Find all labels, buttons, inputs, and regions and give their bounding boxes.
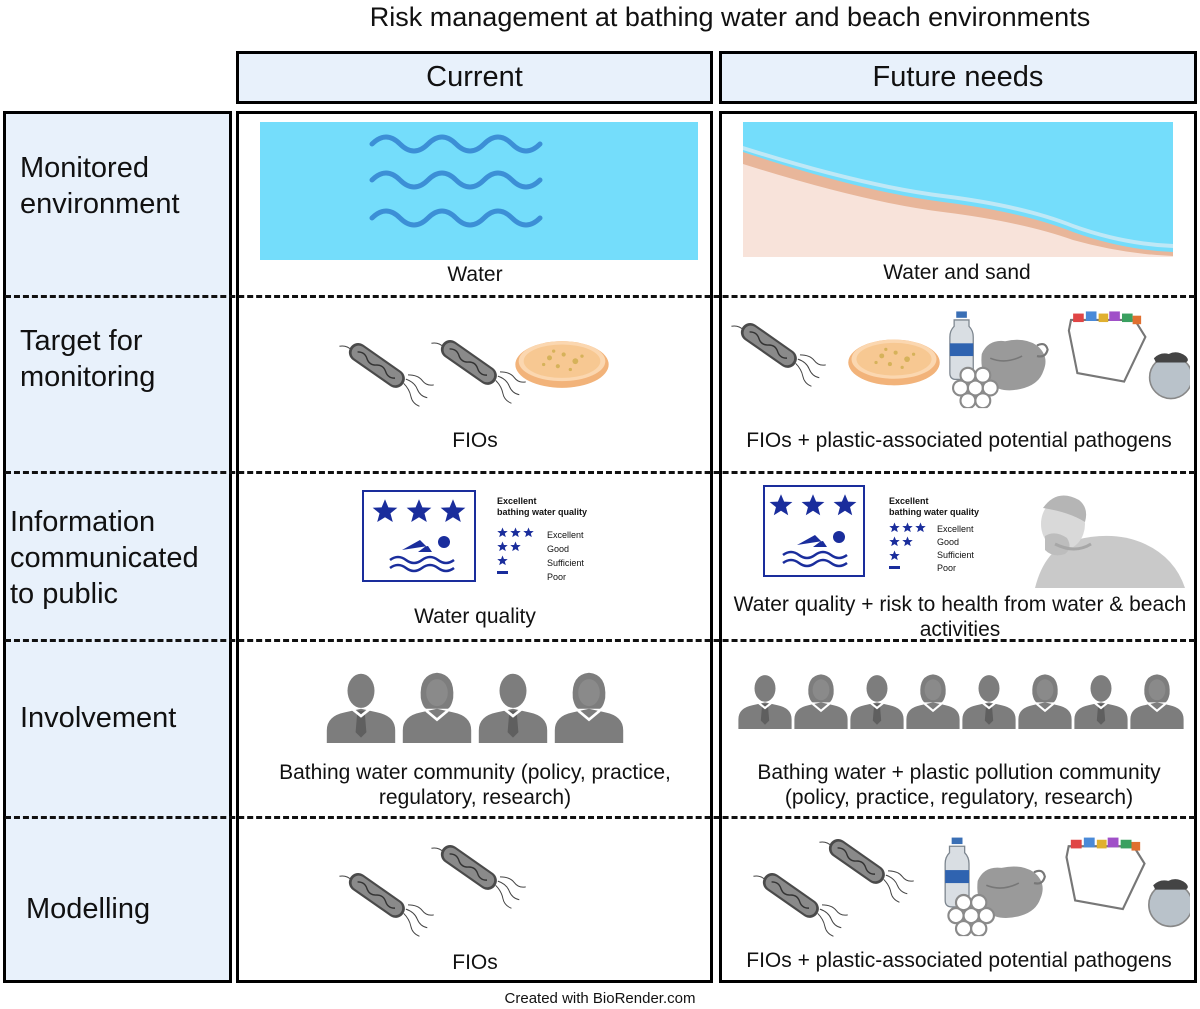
- person-icon: [1129, 666, 1185, 736]
- row-label-information-communicated: Information communicated to public: [10, 506, 199, 610]
- caption-current-modelling: FIOs: [452, 951, 498, 974]
- current-panel: [236, 111, 713, 983]
- bacterium-icon: [430, 834, 530, 914]
- bacterium-icon: [818, 830, 918, 906]
- caption-future-modelling: FIOs + plastic-associated potential path…: [746, 949, 1172, 972]
- person-icon: [793, 666, 849, 736]
- petri-dish-icon: [512, 332, 612, 392]
- rating-stars-current: [497, 527, 534, 574]
- row-separator: [5, 639, 1195, 642]
- column-header-future: Future needs: [719, 51, 1197, 104]
- row-label-target-for-monitoring: Target for monitoring: [20, 325, 156, 393]
- caption-current-environment: Water: [447, 263, 503, 286]
- bacterium-icon: [338, 866, 438, 938]
- swimmer-icon: [769, 494, 857, 568]
- caption-current-involvement: Bathing water community (policy, practic…: [279, 761, 671, 809]
- person-icon: [553, 664, 625, 750]
- row-label-involvement: Involvement: [20, 702, 177, 734]
- caption-current-target: FIOs: [452, 429, 498, 452]
- person-icon: [905, 666, 961, 736]
- water-illustration: [260, 122, 698, 260]
- water-quality-sign-future: [763, 485, 865, 577]
- current-community-people: [325, 664, 625, 750]
- diagram-title: Risk management at bathing water and bea…: [369, 2, 1091, 32]
- caption-current-information: Water quality: [414, 605, 536, 628]
- row-separator: [5, 816, 1195, 819]
- row-label-monitored-environment: Monitored environment: [20, 152, 180, 220]
- row-label-modelling: Modelling: [26, 893, 151, 925]
- bacterium-icon: [730, 316, 830, 388]
- water-quality-sign-current: [362, 490, 476, 582]
- person-icon: [737, 666, 793, 736]
- footer-credit: Created with BioRender.com: [504, 990, 696, 1007]
- rating-stars-future: [889, 522, 926, 569]
- row-labels-panel: [3, 111, 232, 983]
- caption-future-environment: Water and sand: [883, 261, 1031, 284]
- plastics-icon: [935, 300, 1190, 410]
- plastics-icon: [930, 826, 1190, 938]
- person-icon: [401, 664, 473, 750]
- person-icon: [1073, 666, 1129, 736]
- future-panel: [719, 111, 1197, 983]
- row-separator: [5, 295, 1195, 298]
- column-header-current: Current: [236, 51, 713, 104]
- person-icon: [477, 664, 549, 750]
- petri-dish-icon: [845, 330, 943, 390]
- person-icon: [325, 664, 397, 750]
- sick-person-icon: [1035, 495, 1185, 588]
- caption-future-target: FIOs + plastic-associated potential path…: [746, 429, 1172, 452]
- row-separator: [5, 471, 1195, 474]
- caption-future-information: Water quality + risk to health from wate…: [733, 593, 1187, 641]
- person-icon: [849, 666, 905, 736]
- bacterium-icon: [338, 336, 438, 408]
- swimmer-icon: [372, 499, 466, 573]
- future-community-people: [737, 666, 1187, 736]
- caption-future-involvement: Bathing water + plastic pollution commun…: [757, 761, 1161, 809]
- person-icon: [1017, 666, 1073, 736]
- water-and-sand-illustration: [743, 122, 1173, 257]
- person-icon: [961, 666, 1017, 736]
